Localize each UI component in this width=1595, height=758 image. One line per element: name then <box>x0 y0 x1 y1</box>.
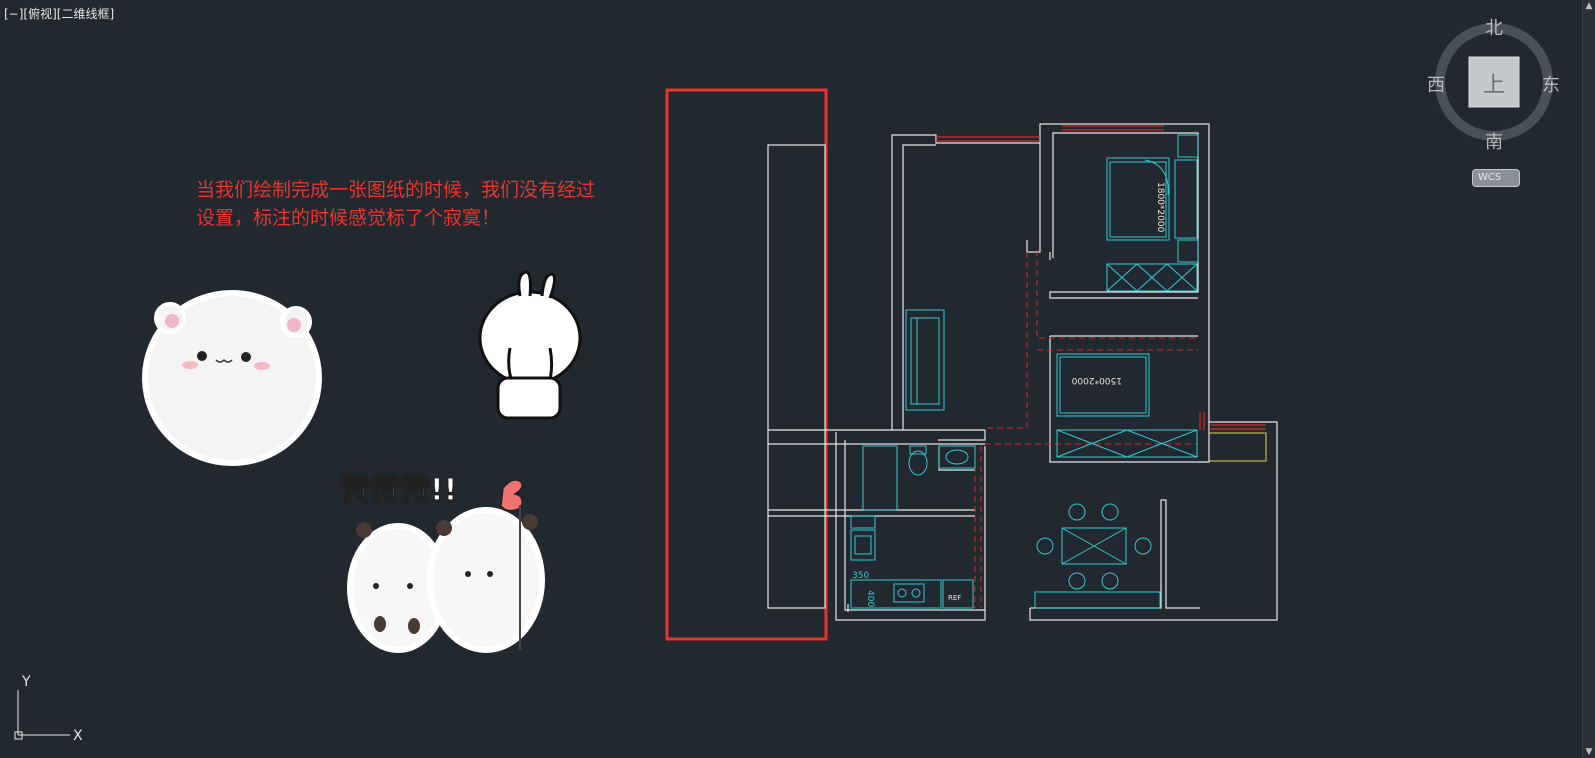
floor-plan <box>767 123 1278 621</box>
fridge-label: REF <box>948 594 961 602</box>
viewcube-top-face[interactable] <box>1468 56 1520 108</box>
scroll-up-icon[interactable]: ▲ <box>1585 1 1593 11</box>
caption-line-1: 当我们绘制完成一张图纸的时候，我们没有经过 <box>196 179 596 201</box>
second-bed-size: 1500*2000 <box>1071 375 1122 385</box>
highlight-rectangle <box>665 88 828 641</box>
furniture <box>850 134 1199 609</box>
wcs-menu-button[interactable]: WCS <box>1472 169 1520 187</box>
ucs-icon: Y X <box>14 674 83 744</box>
praise-text: 赞赞赞!! <box>340 473 457 508</box>
hidden-lines <box>974 250 1198 608</box>
viewport-label[interactable]: [−][俯视][二维线框] <box>4 7 115 21</box>
viewcube-east[interactable]: 东 <box>1542 75 1560 96</box>
scroll-down-icon[interactable]: ▼ <box>1585 747 1593 757</box>
caption-line-2: 设置，标注的时候感觉标了个寂寞！ <box>196 207 501 229</box>
viewcube-ring[interactable] <box>1435 23 1553 141</box>
hamster-sticker <box>142 290 322 466</box>
master-bed-size: 1800*2000 <box>1155 182 1165 233</box>
balcony-outline <box>1209 432 1267 462</box>
vertical-scrollbar[interactable]: ▲ ▼ <box>1582 0 1595 758</box>
windows <box>936 125 1266 430</box>
rabbit-sticker <box>478 270 582 420</box>
ucs-y-label: Y <box>21 674 31 690</box>
annotation-caption: 当我们绘制完成一张图纸的时候，我们没有经过 设置，标注的时候感觉标了个寂寞！ <box>196 176 656 232</box>
dim-350: 350 <box>852 571 869 581</box>
dim-400: 400 <box>865 590 875 607</box>
viewcube-west[interactable]: 西 <box>1427 75 1445 96</box>
ucs-x-label: X <box>73 728 83 744</box>
viewcube-south[interactable]: 南 <box>1485 132 1503 153</box>
viewcube-face-label[interactable]: 上 <box>1483 73 1506 98</box>
viewcube[interactable]: 北 南 东 西 上 <box>1427 18 1560 198</box>
panda-sticker: 赞赞赞!! <box>339 472 545 653</box>
viewcube-north[interactable]: 北 <box>1485 18 1503 39</box>
